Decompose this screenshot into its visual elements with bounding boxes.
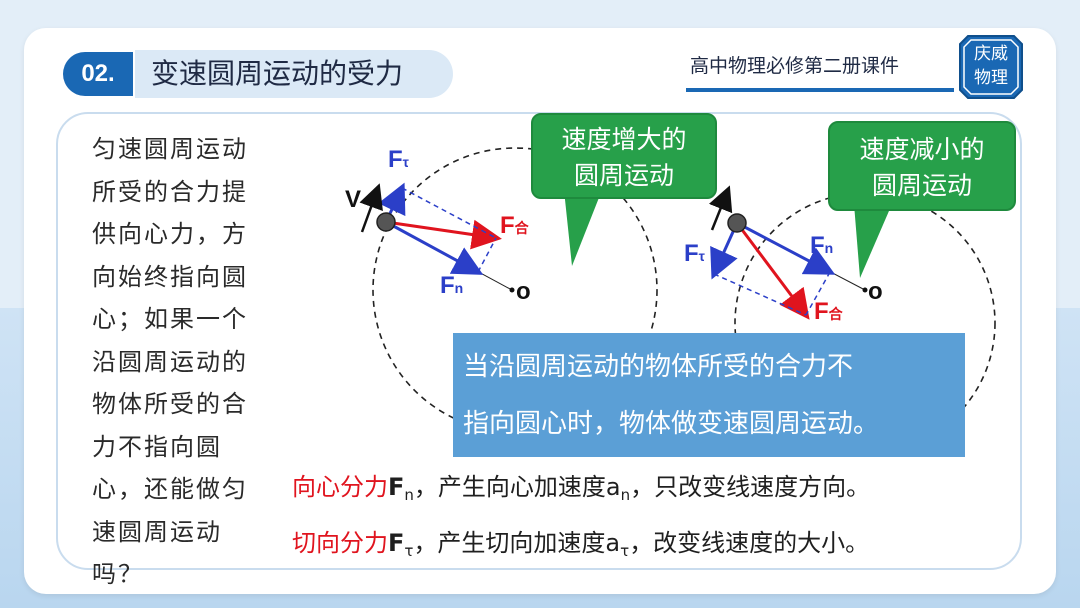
callout-speed-up: 速度增大的 圆周运动	[531, 113, 717, 199]
section-title: 变速圆周运动的受力	[135, 50, 453, 98]
normal-effect-text: ，只改变线速度方向。	[630, 473, 871, 501]
normal-component-line: 向心分力Fn，产生向心加速度an，只改变线速度方向。	[292, 467, 871, 504]
tangential-component-line: 切向分力Fτ，产生切向加速度aτ，改变线速度的大小。	[292, 523, 870, 560]
brand-badge: 庆威 物理	[958, 34, 1024, 100]
right-fn-label: Fn	[810, 232, 834, 259]
right-fn-arrow	[736, 221, 836, 275]
left-v-label: V	[345, 186, 362, 213]
left-center	[509, 287, 515, 293]
left-ftau-label: Fτ	[388, 146, 409, 173]
right-dash-1	[713, 273, 807, 316]
left-fn-label: Fn	[440, 272, 464, 299]
section-number-badge: 02.	[63, 52, 133, 96]
left-body	[376, 212, 396, 232]
right-velocity-arrow	[708, 185, 733, 231]
left-fhe-label: F合	[500, 212, 529, 239]
right-body	[727, 213, 747, 233]
left-fn-arrow	[385, 220, 484, 275]
ftau-symbol: F	[388, 529, 405, 557]
right-center	[862, 287, 868, 293]
badge-line-2: 物理	[974, 68, 1008, 88]
callout-speed-up-line2: 圆周运动	[573, 161, 674, 190]
badge-line-1: 庆威	[974, 44, 1008, 64]
question-text: 匀速圆周运动所受的合力提供向心力，方向始终指向圆心；如果一个沿圆周运动的物体所受…	[92, 135, 248, 588]
callout-1-tail	[564, 190, 602, 266]
badge-frame-icon	[959, 35, 1023, 99]
left-dash-2	[477, 237, 497, 273]
callout-slow-down-line1: 速度减小的	[859, 135, 985, 164]
atau-subscript: τ	[620, 542, 630, 560]
normal-component-label: 向心分力	[292, 473, 388, 501]
ftau-subscript: τ	[404, 542, 414, 560]
left-fhe-arrow	[385, 219, 502, 250]
right-fhe-label: F合	[814, 298, 843, 325]
conclusion-box: 当沿圆周运动的物体所受的合力不 指向圆心时，物体做变速圆周运动。	[453, 333, 965, 457]
conclusion-line-2: 指向圆心时，物体做变速圆周运动。	[463, 409, 880, 439]
an-subscript: n	[620, 486, 631, 504]
course-title-underline	[686, 88, 954, 92]
fn-symbol: F	[388, 473, 405, 501]
right-ftau-label: Fτ	[684, 240, 705, 267]
tangential-effect-text: ，改变线速度的大小。	[629, 529, 870, 557]
tangential-accel-text: ，产生切向加速度a	[413, 529, 621, 557]
right-fhe-arrow	[735, 222, 810, 320]
right-o-label: o	[868, 278, 883, 305]
left-velocity-arrow	[359, 183, 383, 233]
callout-slow-down: 速度减小的 圆周运动	[828, 121, 1016, 211]
tangential-component-label: 切向分力	[292, 529, 388, 557]
right-orbit-circle	[734, 192, 996, 450]
callout-slow-down-line2: 圆周运动	[871, 171, 972, 200]
normal-accel-text: ，产生向心加速度a	[413, 473, 621, 501]
callout-2-tail	[854, 204, 892, 278]
left-o-label: o	[516, 278, 531, 305]
conclusion-line-1: 当沿圆周运动的物体所受的合力不	[463, 352, 854, 382]
course-title: 高中物理必修第二册课件	[690, 55, 900, 77]
callout-speed-up-line1: 速度增大的	[561, 125, 687, 154]
fn-subscript: n	[404, 486, 414, 504]
